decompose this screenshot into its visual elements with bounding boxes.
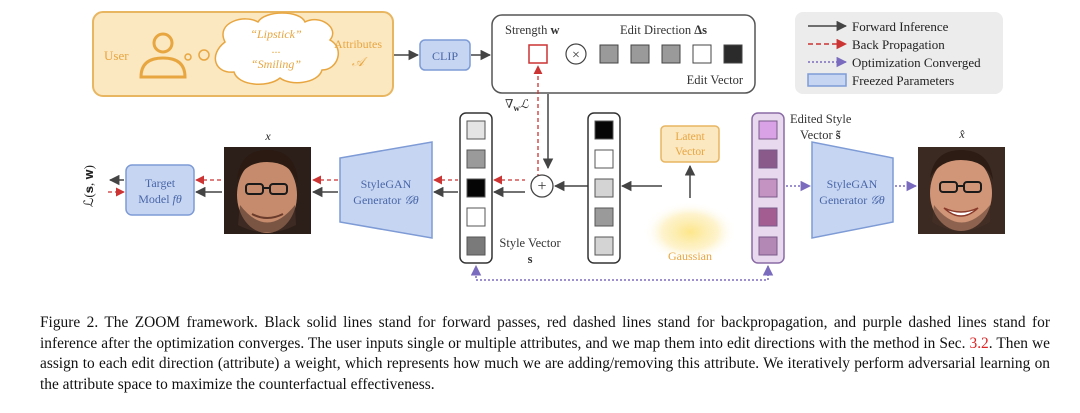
target-model-symbol: fθ bbox=[173, 192, 182, 206]
caption-section-ref[interactable]: 3.2 bbox=[969, 334, 989, 352]
user-label: User bbox=[104, 48, 129, 63]
gradient-sub: w bbox=[513, 103, 520, 113]
direction-symbol: Δs bbox=[694, 23, 707, 37]
edited-style-vector bbox=[751, 112, 785, 264]
clip-label: CLIP bbox=[432, 49, 458, 63]
attributes-symbol: 𝒜 bbox=[352, 54, 368, 69]
target-model-line1: Target bbox=[145, 176, 176, 190]
style-vector-cell-2 bbox=[466, 149, 486, 169]
user-attributes-panel: User “Lipstick” ... “Smiling” Attributes… bbox=[92, 11, 394, 97]
svg-text:Model fθ: Model fθ bbox=[138, 192, 182, 206]
gaussian-blob bbox=[644, 202, 736, 262]
generator-left-line2: Generator bbox=[353, 193, 401, 207]
legend-freezed-label: Freezed Parameters bbox=[852, 73, 954, 88]
generator-right-line2: Generator bbox=[819, 193, 867, 207]
latent-vector-box: Latent Vector bbox=[660, 125, 720, 163]
x-label: x bbox=[264, 129, 271, 143]
edited-style-cell-4 bbox=[758, 207, 778, 227]
svg-text:Vector s̃: Vector s̃ bbox=[800, 128, 841, 142]
edit-direction-cell-3 bbox=[661, 44, 681, 64]
strength-label: Strength bbox=[505, 23, 548, 37]
latent-vector-cell-2 bbox=[594, 149, 614, 169]
latent-style-vector bbox=[587, 112, 621, 264]
output-face-image bbox=[918, 147, 1005, 234]
style-vector-cell-3 bbox=[466, 178, 486, 198]
latent-vector-cell-3 bbox=[594, 178, 614, 198]
svg-text:∇wℒ: ∇wℒ bbox=[505, 97, 529, 113]
attributes-label: Attributes bbox=[334, 37, 382, 51]
plus-circle bbox=[530, 174, 554, 198]
thought-dot-large bbox=[198, 49, 210, 61]
svg-text:Generator 𝒢θ: Generator 𝒢θ bbox=[819, 193, 885, 207]
direction-label: Edit Direction bbox=[620, 23, 692, 37]
svg-text:Generator 𝒢θ: Generator 𝒢θ bbox=[353, 193, 419, 207]
thought-bubble: “Lipstick” ... “Smiling” bbox=[214, 12, 340, 85]
legend-converged-label: Optimization Converged bbox=[852, 55, 981, 70]
legend-backprop-label: Back Propagation bbox=[852, 37, 945, 52]
stylegan-generator-left: StyleGAN Generator 𝒢θ bbox=[339, 141, 433, 239]
generator-left-symbol: 𝒢θ bbox=[404, 193, 419, 207]
edit-direction-cell-1 bbox=[599, 44, 619, 64]
latent-vector-cell-1 bbox=[594, 120, 614, 140]
input-face-image bbox=[224, 147, 311, 234]
edit-direction-cell-4 bbox=[692, 44, 712, 64]
target-model-line2: Model bbox=[138, 192, 170, 206]
edited-style-cell-3 bbox=[758, 178, 778, 198]
bubble-text-ellipsis: ... bbox=[272, 42, 281, 56]
style-vector-cell-1 bbox=[466, 120, 486, 140]
generator-right-symbol: 𝒢θ bbox=[870, 193, 885, 207]
bubble-text-smiling: “Smiling” bbox=[251, 57, 301, 71]
edited-style-cell-5 bbox=[758, 236, 778, 256]
edited-style-line1: Edited Style bbox=[790, 112, 852, 126]
style-vector bbox=[459, 112, 493, 264]
style-vector-cell-5 bbox=[466, 236, 486, 256]
edit-vector-label: Edit Vector bbox=[687, 73, 744, 87]
thought-dot-small bbox=[184, 53, 192, 61]
gaussian-label: Gaussian bbox=[668, 249, 712, 263]
edited-style-cell-1 bbox=[758, 120, 778, 140]
plus-symbol: + bbox=[537, 178, 546, 195]
strength-symbol: w bbox=[550, 23, 559, 37]
latent-vector-cell-4 bbox=[594, 207, 614, 227]
style-vector-cell-4 bbox=[466, 207, 486, 227]
user-icon bbox=[139, 32, 187, 79]
edit-direction-cell-5 bbox=[723, 44, 743, 64]
svg-text:Strength w: Strength w bbox=[505, 23, 560, 37]
target-model-box: Target Model fθ bbox=[125, 164, 195, 216]
loss-label: ℒ(𝐬, 𝐰) bbox=[81, 165, 96, 207]
multiply-symbol: × bbox=[572, 48, 580, 63]
edit-vector-panel: Strength w Edit Direction Δs × Edit Vect… bbox=[491, 14, 756, 94]
latent-vector-cell-5 bbox=[594, 236, 614, 256]
latent-box-line2: Vector bbox=[675, 146, 705, 158]
caption-text-part1: Figure 2. The ZOOM framework. Black soli… bbox=[40, 314, 1050, 352]
multiply-circle bbox=[565, 43, 587, 65]
x-hat-label: x̂ bbox=[958, 127, 965, 141]
zoom-framework-diagram: User “Lipstick” ... “Smiling” Attributes… bbox=[81, 11, 1005, 281]
figure-caption: Figure 2. The ZOOM framework. Black soli… bbox=[40, 313, 1050, 395]
edit-direction-cells bbox=[599, 44, 743, 64]
generator-left-line1: StyleGAN bbox=[361, 177, 412, 191]
style-vector-label: Style Vector bbox=[499, 236, 561, 250]
edited-style-line2: Vector bbox=[800, 128, 833, 142]
bubble-text-lipstick: “Lipstick” bbox=[250, 27, 302, 41]
legend-forward-label: Forward Inference bbox=[852, 19, 949, 34]
gradient-loss: ℒ bbox=[520, 97, 529, 111]
edited-style-symbol: s̃ bbox=[836, 128, 842, 142]
style-vector-symbol: s bbox=[528, 252, 533, 266]
latent-box-line1: Latent bbox=[675, 131, 705, 143]
clip-box: CLIP bbox=[419, 39, 471, 71]
generator-right-line1: StyleGAN bbox=[827, 177, 878, 191]
edited-style-cell-2 bbox=[758, 149, 778, 169]
legend: Forward Inference Back Propagation Optim… bbox=[795, 12, 1003, 94]
gradient-nabla: ∇ bbox=[505, 97, 513, 111]
caption-text-part2: . Then we assign to each edit direction … bbox=[40, 334, 1050, 393]
stylegan-generator-right: StyleGAN Generator 𝒢θ bbox=[811, 141, 894, 239]
svg-text:Edit Direction Δs: Edit Direction Δs bbox=[620, 23, 707, 37]
edit-direction-cell-2 bbox=[630, 44, 650, 64]
strength-cell bbox=[528, 44, 548, 64]
